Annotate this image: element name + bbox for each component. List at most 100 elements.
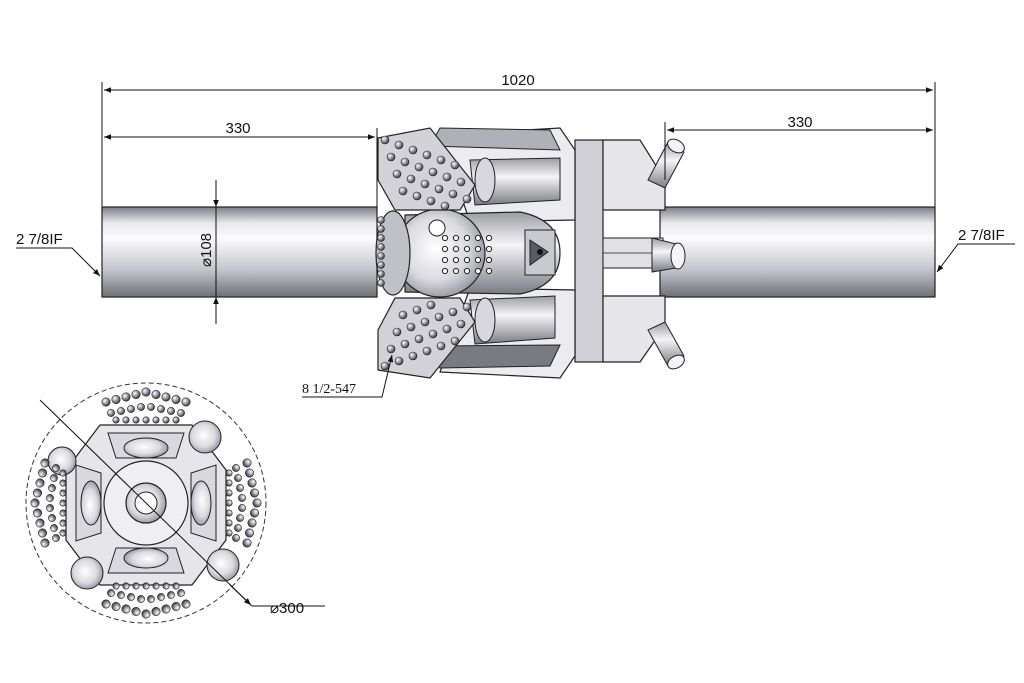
insert-button	[456, 177, 466, 187]
insert-button	[238, 504, 246, 512]
insert-button	[181, 397, 191, 407]
insert-button	[377, 234, 385, 242]
dimension-labels: 1020 330 330 ⌀108 2 7/8IF 2 7/8IF 8 1/2-…	[16, 72, 1005, 617]
cutter-spec-label: 8 1/2-547	[302, 382, 356, 397]
insert-button	[59, 469, 67, 477]
insert-button	[151, 389, 161, 399]
insert-button	[50, 524, 58, 532]
left-connection-leader	[16, 247, 101, 277]
insert-button	[377, 279, 385, 287]
insert-button	[247, 478, 257, 488]
insert-button	[234, 524, 242, 532]
insert-button	[377, 216, 385, 224]
insert-button	[412, 305, 422, 315]
insert-button	[380, 361, 390, 371]
cutter-diameter-label: ⌀300	[270, 600, 304, 617]
insert-button	[245, 528, 255, 538]
insert-button	[35, 518, 45, 528]
insert-button	[225, 519, 233, 527]
insert-button	[161, 392, 171, 402]
insert-button	[101, 397, 111, 407]
insert-button	[171, 602, 181, 612]
insert-button	[236, 484, 244, 492]
insert-button	[440, 201, 450, 211]
insert-button	[434, 312, 444, 322]
insert-button	[142, 416, 150, 424]
cutting-diameter-circle	[25, 382, 267, 624]
insert-button	[456, 319, 466, 329]
journal-hole	[452, 267, 460, 275]
journal-hole	[441, 234, 449, 242]
insert-button	[406, 322, 416, 332]
insert-button	[48, 484, 56, 492]
insert-button	[152, 416, 160, 424]
insert-button	[377, 225, 385, 233]
insert-button	[420, 317, 430, 327]
journal-hole	[463, 245, 471, 253]
insert-button	[59, 479, 67, 487]
insert-button	[242, 538, 252, 548]
insert-button	[147, 595, 155, 603]
insert-button	[225, 479, 233, 487]
insert-button	[450, 160, 460, 170]
insert-button	[40, 458, 50, 468]
insert-button	[442, 172, 452, 182]
journal-hole	[452, 256, 460, 264]
insert-button	[242, 458, 252, 468]
insert-button	[132, 416, 140, 424]
insert-button	[448, 307, 458, 317]
insert-button	[112, 582, 120, 590]
journal-hole	[474, 256, 482, 264]
insert-button	[59, 509, 67, 517]
journal-hole	[463, 256, 471, 264]
journal-hole	[452, 245, 460, 253]
journal-hole	[485, 234, 493, 242]
insert-button	[225, 489, 233, 497]
insert-button	[151, 607, 161, 617]
insert-button	[127, 405, 135, 413]
insert-button	[250, 488, 260, 498]
saddle-arm	[429, 127, 576, 379]
insert-button	[59, 529, 67, 537]
insert-button	[107, 589, 115, 597]
right-connection-label: 2 7/8IF	[958, 227, 1005, 244]
insert-button	[394, 356, 404, 366]
insert-button	[59, 489, 67, 497]
insert-button	[112, 416, 120, 424]
right-shaft	[659, 206, 936, 298]
insert-button	[141, 387, 151, 397]
insert-button	[121, 392, 131, 402]
left-connection-label: 2 7/8IF	[16, 231, 63, 248]
insert-button	[32, 508, 42, 518]
insert-button	[142, 582, 150, 590]
insert-button	[392, 169, 402, 179]
left-shaft	[101, 206, 378, 298]
insert-button	[462, 194, 472, 204]
insert-button	[400, 157, 410, 167]
insert-button	[162, 582, 170, 590]
insert-button	[238, 494, 246, 502]
insert-button	[30, 498, 40, 508]
insert-button	[46, 504, 54, 512]
insert-button	[436, 155, 446, 165]
insert-button	[408, 351, 418, 361]
insert-button	[181, 599, 191, 609]
insert-button	[121, 604, 131, 614]
insert-button	[46, 494, 54, 502]
insert-button	[37, 528, 47, 538]
journal-hole	[485, 245, 493, 253]
journal-hole	[485, 256, 493, 264]
insert-button	[107, 409, 115, 417]
journal-hole	[474, 245, 482, 253]
insert-button	[111, 602, 121, 612]
journal-hole	[441, 245, 449, 253]
insert-button	[167, 591, 175, 599]
dimensions	[16, 82, 1015, 398]
insert-button	[162, 416, 170, 424]
journal-hole	[474, 267, 482, 275]
insert-button	[131, 607, 141, 617]
insert-button	[141, 609, 151, 619]
insert-button	[245, 468, 255, 478]
insert-button	[137, 403, 145, 411]
insert-button	[225, 509, 233, 517]
